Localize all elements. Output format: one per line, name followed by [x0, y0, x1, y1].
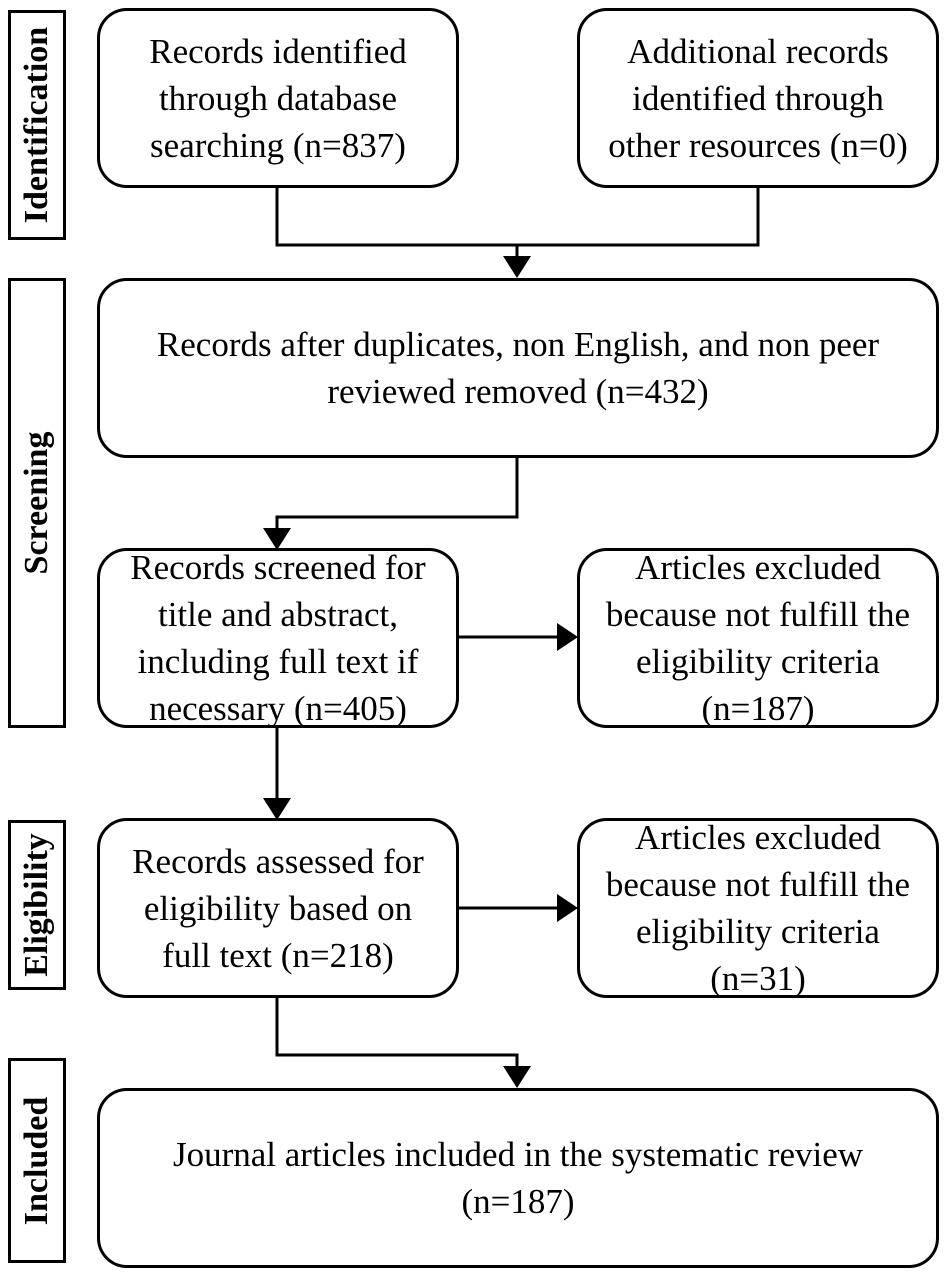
- arrowhead-down: [503, 1066, 531, 1088]
- box-screened-text: Records screened for title and abstract,…: [130, 548, 426, 728]
- arrowhead-right: [557, 623, 578, 651]
- box-excluded-screening-text: Articles excluded because not fulfill th…: [605, 548, 911, 728]
- stage-included-label: Included: [18, 1096, 55, 1225]
- arrowhead-down: [503, 256, 531, 278]
- box-other-records-text: Additional records identified through ot…: [608, 31, 908, 165]
- connector-identification-merge: [275, 187, 760, 247]
- box-included: Journal articles included in the systema…: [97, 1088, 939, 1268]
- arrowhead-right: [557, 894, 578, 922]
- box-screened: Records screened for title and abstract,…: [97, 548, 459, 728]
- box-database-records: Records identified through database sear…: [97, 8, 459, 188]
- box-excluded-eligibility-text: Articles excluded because not fulfill th…: [605, 818, 911, 998]
- stage-included: Included: [8, 1058, 66, 1263]
- stage-eligibility: Eligibility: [8, 820, 66, 990]
- arrowhead-down: [263, 798, 291, 820]
- box-after-duplicates-text: Records after duplicates, non English, a…: [156, 325, 880, 411]
- arrowhead-down: [263, 528, 291, 550]
- box-excluded-screening: Articles excluded because not fulfill th…: [577, 548, 939, 728]
- box-included-text: Journal articles included in the systema…: [172, 1135, 864, 1221]
- box-after-duplicates: Records after duplicates, non English, a…: [97, 278, 939, 458]
- box-other-records: Additional records identified through ot…: [577, 8, 939, 188]
- box-assessed: Records assessed for eligibility based o…: [97, 818, 459, 998]
- box-excluded-eligibility: Articles excluded because not fulfill th…: [577, 818, 939, 998]
- stage-identification: Identification: [8, 10, 66, 240]
- box-assessed-text: Records assessed for eligibility based o…: [132, 841, 424, 975]
- connector-to-included: [275, 998, 519, 1066]
- stage-screening: Screening: [8, 278, 66, 728]
- stage-identification-label: Identification: [18, 26, 55, 224]
- box-database-records-text: Records identified through database sear…: [149, 31, 407, 165]
- stage-screening-label: Screening: [18, 431, 55, 575]
- stage-eligibility-label: Eligibility: [18, 833, 55, 977]
- connector-to-screened: [275, 458, 519, 528]
